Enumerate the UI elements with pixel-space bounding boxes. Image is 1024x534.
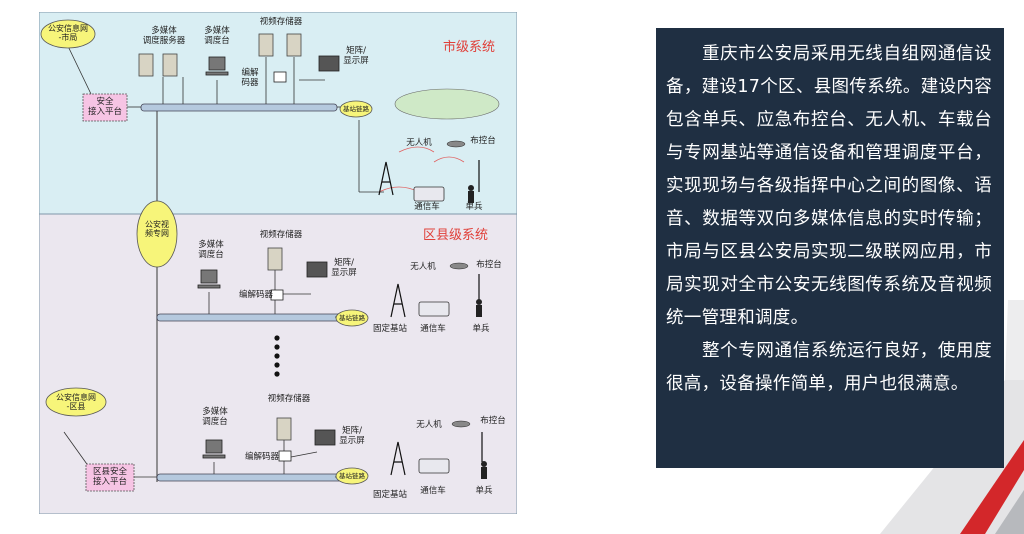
city-control-desk-label: 布控台 (470, 136, 496, 146)
video-network-label: 公安视 频专网 (145, 220, 169, 238)
county1-matrix-label: 矩阵/ 显示屏 (331, 258, 357, 278)
tower-icon (378, 160, 483, 476)
county2-codec-label: 编解码器 (244, 452, 279, 462)
county-security-platform (85, 463, 135, 492)
drone-icon (446, 140, 471, 428)
city-tier-label: 市级系统 (443, 40, 496, 55)
county2-control-desk-label: 布控台 (480, 416, 506, 426)
city-security-platform (82, 93, 128, 122)
description-paragraph-1: 重庆市公安局采用无线自组网通信设备，建设17个区、县图传系统。建设内容包含单兵、… (666, 44, 992, 328)
city-matrix-label: 矩阵/ 显示屏 (343, 46, 369, 66)
county2-dispatch-desk-label: 多媒体 调度台 (202, 407, 228, 427)
county2-bus (156, 473, 354, 482)
city-video-storage-label: 视频存储器 (259, 17, 303, 27)
city-info-net-label: 公安信息网 -市局 (48, 24, 88, 42)
county1-bus (156, 313, 354, 322)
network-diagram: 市级系统 区县级系统 公安信息网 -市局 安全 接入平台 多媒体 调度服务器 多… (38, 11, 518, 515)
city-codec-label: 编解 码器 (241, 68, 259, 88)
description-paragraph-2: 整个专网通信系统运行良好，使用度很高，设备操作简单，用户也很满意。 (666, 341, 992, 394)
county-tier-label: 区县级系统 (423, 228, 489, 243)
cloud-icon (40, 19, 373, 485)
county1-codec-label: 编解码器 (238, 290, 273, 300)
county1-drone-label: 无人机 (410, 262, 436, 272)
city-comm-vehicle-label: 通信车 (414, 202, 440, 212)
city-dispatch-server-label: 多媒体 调度服务器 (142, 26, 186, 46)
vehicle-icon (413, 186, 450, 474)
server-icon (138, 33, 302, 441)
county1-base-link-label: 基站链路 (339, 314, 365, 322)
codec-icon (270, 71, 292, 462)
computer-icon (197, 56, 229, 459)
county2-video-storage-label: 视频存储器 (267, 394, 311, 404)
city-drone-label: 无人机 (406, 138, 432, 148)
county2-base-link-label: 基站链路 (339, 472, 365, 480)
county1-single-soldier-label: 单兵 (472, 324, 490, 334)
city-base-link-label: 基站链路 (343, 105, 369, 113)
county1-comm-vehicle-label: 通信车 (420, 324, 446, 334)
diagram-canvas (38, 11, 518, 515)
county2-matrix-label: 矩阵/ 显示屏 (339, 426, 365, 446)
city-dispatch-desk-label: 多媒体 调度台 (204, 26, 230, 46)
county2-drone-label: 无人机 (416, 420, 442, 430)
county1-control-desk-label: 布控台 (476, 260, 502, 270)
county1-dispatch-desk-label: 多媒体 调度台 (198, 240, 224, 260)
person-icon (468, 185, 487, 479)
county2-comm-vehicle-label: 通信车 (420, 486, 446, 496)
more-counties-dots (274, 335, 280, 377)
county1-fixed-station-label: 固定基站 (372, 324, 407, 334)
city-single-soldier-label: 单兵 (465, 202, 483, 212)
county2-single-soldier-label: 单兵 (475, 486, 493, 496)
county1-video-storage-label: 视频存储器 (259, 230, 303, 240)
monitor-icon (306, 55, 340, 446)
county-info-net-label: 公安信息网 -区县 (56, 393, 96, 411)
description-panel: 重庆市公安局采用无线自组网通信设备，建设17个区、县图传系统。建设内容包含单兵、… (656, 28, 1004, 468)
city-bus (140, 103, 338, 112)
county-security-platform-label: 区县安全 接入平台 (92, 467, 127, 487)
city-security-platform-label: 安全 接入平台 (87, 97, 122, 117)
county2-fixed-station-label: 固定基站 (372, 490, 407, 500)
